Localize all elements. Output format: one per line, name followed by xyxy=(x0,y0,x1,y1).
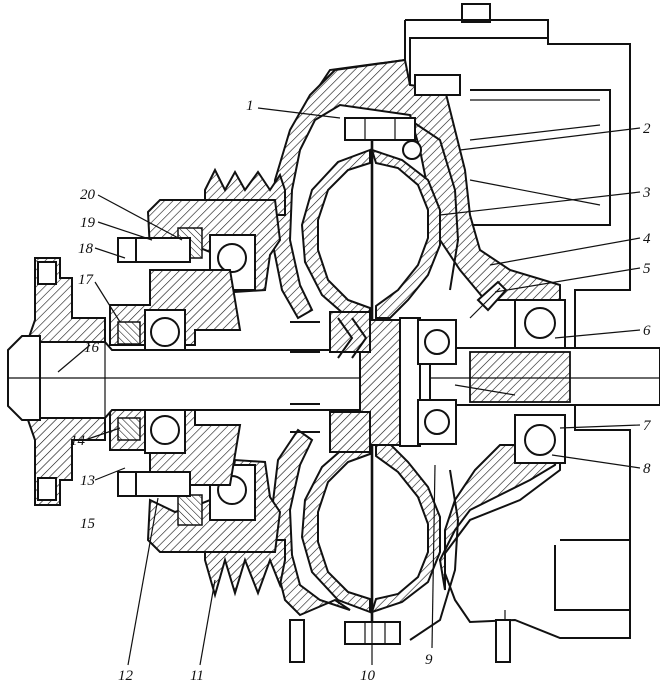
callout-17: 17 xyxy=(78,272,95,288)
callout-2: 2 xyxy=(643,121,651,137)
callout-1: 1 xyxy=(246,98,254,114)
shaft-nut xyxy=(7,335,41,421)
callout-18: 18 xyxy=(78,241,94,257)
callout-12: 12 xyxy=(118,668,134,683)
callout-8: 8 xyxy=(643,461,651,477)
callout-14: 14 xyxy=(70,433,86,449)
callout-7: 7 xyxy=(643,418,652,434)
turbine-hub xyxy=(290,311,457,453)
callout-20: 20 xyxy=(80,187,96,203)
callout-13: 13 xyxy=(80,473,95,489)
turbine-cover xyxy=(409,119,460,641)
housing-bolts xyxy=(117,237,191,497)
flange-bolts xyxy=(289,74,511,663)
torus-lower xyxy=(300,440,441,622)
callout-19: 19 xyxy=(80,215,96,231)
callout-9: 9 xyxy=(425,652,433,668)
main-shaft xyxy=(39,341,361,419)
torus-upper xyxy=(300,140,441,325)
callout-labels: 1 2 3 4 5 6 7 8 9 10 11 12 13 14 15 16 1… xyxy=(70,98,652,683)
callout-5: 5 xyxy=(643,261,651,277)
output-bearing xyxy=(514,299,566,464)
callout-4: 4 xyxy=(643,231,651,247)
callout-15: 15 xyxy=(80,516,96,532)
callout-10: 10 xyxy=(360,668,376,683)
output-shaft xyxy=(429,347,660,406)
callout-11: 11 xyxy=(190,668,204,683)
callout-3: 3 xyxy=(642,185,651,201)
callout-16: 16 xyxy=(84,340,100,356)
callout-6: 6 xyxy=(643,323,651,339)
leader-lines xyxy=(57,107,641,666)
